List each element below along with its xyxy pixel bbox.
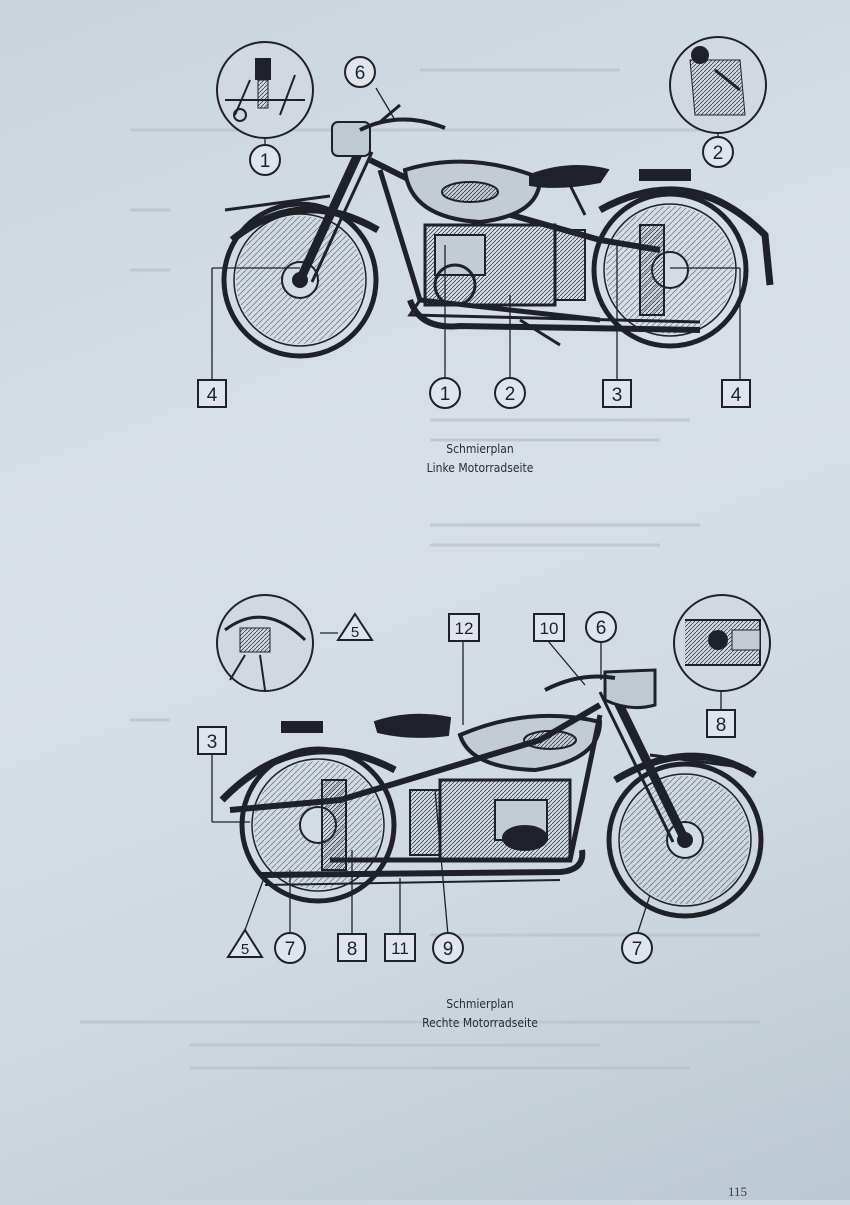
svg-text:4: 4 [207, 385, 218, 406]
leader-lines-top [211, 87, 741, 385]
caption-bottom-title: Schmierplan [446, 997, 514, 1011]
caption-top-subtitle: Linke Motorradseite [426, 461, 534, 475]
page-number: 115 [728, 1184, 748, 1199]
svg-text:8: 8 [347, 939, 358, 960]
marker-2-inset-top: 2 [702, 136, 734, 168]
svg-text:11: 11 [391, 939, 409, 958]
caption-top: Schmierplan Linke Motorradseite [330, 440, 630, 478]
marker-10: 10 [533, 613, 565, 642]
svg-text:2: 2 [713, 143, 724, 164]
detail-inset-5 [216, 594, 314, 692]
svg-text:12: 12 [455, 619, 474, 638]
svg-text:3: 3 [612, 385, 623, 406]
marker-8: 8 [337, 933, 367, 962]
svg-text:5: 5 [241, 941, 249, 958]
marker-2-top: 2 [494, 377, 526, 409]
marker-1-inset-top: 1 [249, 144, 281, 176]
marker-8-inset: 8 [706, 709, 736, 738]
motorcycle-left-side [221, 103, 774, 359]
svg-text:9: 9 [443, 939, 454, 960]
caption-bottom-subtitle: Rechte Motorradseite [422, 1016, 538, 1030]
caption-top-title: Schmierplan [446, 442, 514, 456]
leader-lines-bottom [211, 632, 722, 936]
svg-text:7: 7 [285, 939, 296, 960]
marker-9: 9 [432, 932, 464, 964]
marker-1-top: 1 [429, 377, 461, 409]
svg-text:5: 5 [351, 624, 359, 641]
marker-4-right-top: 4 [721, 379, 751, 408]
marker-7-left: 7 [274, 932, 306, 964]
marker-12: 12 [448, 613, 480, 642]
detail-inset-8 [673, 594, 771, 692]
bleed-through-lines [80, 68, 760, 1070]
motorcycle-right-side [219, 668, 764, 919]
marker-4-left-top: 4 [197, 379, 227, 408]
marker-6-top: 6 [344, 56, 376, 88]
detail-inset-2-top [669, 36, 767, 134]
svg-text:2: 2 [505, 384, 516, 405]
marker-11: 11 [384, 933, 416, 962]
svg-text:1: 1 [260, 151, 271, 172]
caption-bottom: Schmierplan Rechte Motorradseite [330, 995, 630, 1033]
marker-5-top-triangle: 5 [336, 612, 374, 641]
svg-text:8: 8 [716, 715, 727, 736]
marker-7-right: 7 [621, 932, 653, 964]
svg-text:10: 10 [540, 619, 559, 638]
svg-text:7: 7 [632, 939, 643, 960]
svg-text:6: 6 [596, 618, 607, 639]
svg-text:6: 6 [355, 63, 366, 84]
marker-3-top: 3 [602, 379, 632, 408]
marker-3-bottom: 3 [197, 726, 227, 755]
svg-text:3: 3 [207, 732, 218, 753]
detail-inset-1-top [216, 41, 314, 139]
svg-text:4: 4 [731, 385, 742, 406]
marker-6-bottom: 6 [585, 611, 617, 643]
svg-text:1: 1 [440, 384, 451, 405]
marker-5-bottom-triangle: 5 [226, 928, 264, 958]
